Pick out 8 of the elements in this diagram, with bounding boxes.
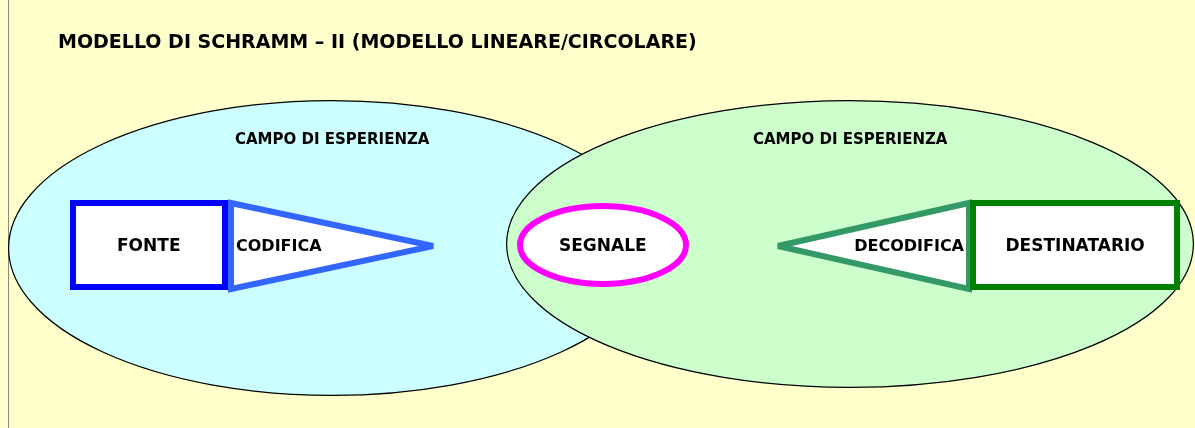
node-label: DESTINATARIO	[1005, 236, 1145, 254]
node-label: CODIFICA	[236, 238, 322, 254]
node-label: CAMPO DI ESPERIENZA	[235, 132, 429, 147]
title: MODELLO DI SCHRAMM – II (MODELLO LINEARE/CIRCOLARE)	[58, 32, 697, 51]
node-label: CAMPO DI ESPERIENZA	[753, 132, 947, 147]
node-label: DECODIFICA	[854, 238, 964, 254]
node-label: FONTE	[117, 236, 181, 254]
node-label: SEGNALE	[559, 236, 647, 254]
